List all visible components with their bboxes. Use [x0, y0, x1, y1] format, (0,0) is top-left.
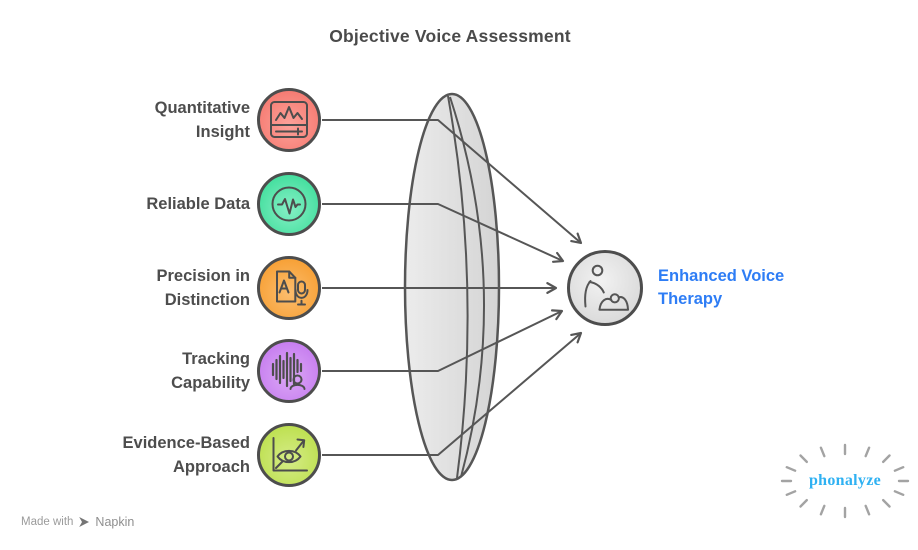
document-mic-icon: [257, 256, 321, 320]
sunburst-dashes-icon: [780, 443, 910, 519]
page-title: Objective Voice Assessment: [329, 26, 571, 46]
made-with-napkin-badge[interactable]: Made with Napkin: [21, 515, 134, 529]
arrow-quantitative-insight: [322, 119, 583, 245]
pulse-circle-icon: [257, 172, 321, 236]
monitor-chart-icon: [257, 88, 321, 152]
soundwave-person-icon: [257, 339, 321, 403]
item-label-evidence-approach: Evidence-Based Approach: [122, 434, 250, 476]
outcome-node: [567, 250, 643, 326]
therapist-patient-icon: [584, 264, 629, 311]
item-label-precision-distinction: Precision in Distinction: [156, 267, 250, 309]
item-label-quantitative-insight: Quantitative Insight: [154, 99, 250, 141]
item-label-tracking-capability: Tracking Capability: [171, 350, 250, 392]
napkin-logo-icon: [79, 517, 90, 527]
outcome-label: Enhanced Voice Therapy: [658, 267, 785, 308]
chart-eye-icon: [257, 423, 321, 487]
arrow-reliable-data: [322, 203, 565, 263]
arrow-evidence-approach: [322, 331, 583, 456]
arrow-tracking-capability: [322, 309, 564, 372]
item-label-reliable-data: Reliable Data: [146, 195, 250, 213]
made-with-text: Made with: [21, 516, 74, 528]
napkin-brand-text: Napkin: [95, 515, 135, 529]
phonalyze-logo: phonalyze: [808, 472, 882, 489]
